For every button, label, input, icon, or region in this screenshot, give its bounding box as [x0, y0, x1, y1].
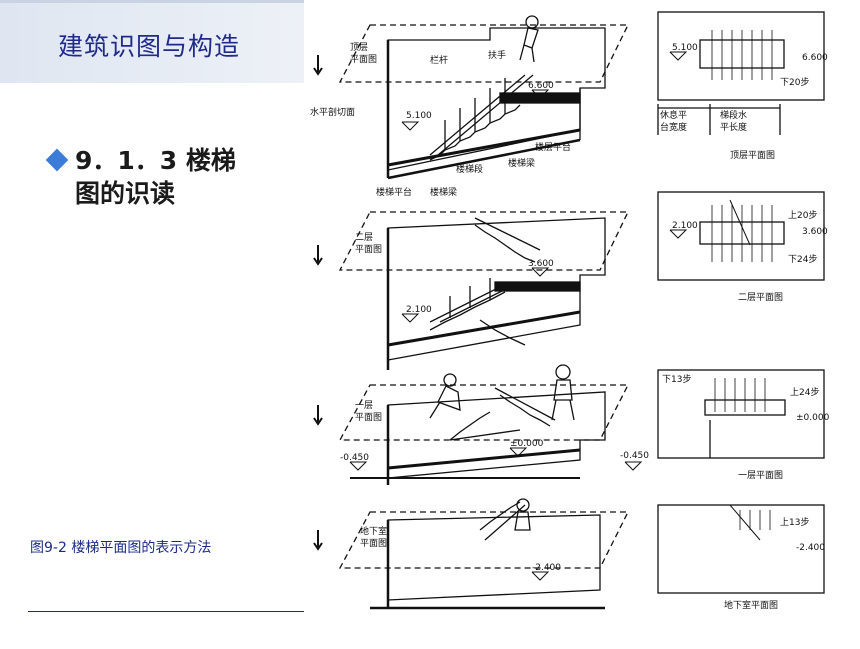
- elev-3600: 3.600: [528, 259, 554, 269]
- svg-text:休息平: 休息平: [660, 109, 687, 121]
- plan-title-2nd: 二层平面图: [738, 292, 783, 303]
- plan-title-top: 顶层平面图: [730, 150, 775, 161]
- svg-text:-0.450: -0.450: [620, 451, 649, 461]
- svg-text:梯段水: 梯段水: [720, 109, 747, 121]
- svg-text:平面图: 平面图: [355, 412, 382, 423]
- section-heading-text: 9．1．3 楼梯图的识读: [75, 146, 236, 208]
- elev-6600: 6.600: [528, 81, 554, 91]
- box-top: [387, 27, 606, 171]
- cut-plane-top: [338, 24, 630, 83]
- svg-text:上20步: 上20步: [788, 210, 817, 221]
- svg-text:下13步: 下13步: [662, 374, 691, 385]
- label-stair-beam: 楼梯梁: [508, 157, 535, 169]
- svg-text:2.100: 2.100: [672, 221, 698, 231]
- plan-2nd: [657, 191, 825, 281]
- svg-text:台宽度: 台宽度: [660, 121, 687, 133]
- platform-2nd: [494, 281, 581, 292]
- elev-0450: -0.450: [340, 453, 369, 463]
- svg-text:上24步: 上24步: [790, 387, 819, 398]
- svg-text:平面图: 平面图: [355, 244, 382, 255]
- elev-2400: -2.400: [532, 563, 561, 573]
- svg-text:-2.400: -2.400: [796, 543, 825, 553]
- box-basement: [387, 514, 601, 601]
- elev-5100: 5.100: [406, 111, 432, 121]
- slide-title: 建筑识图与构造: [58, 32, 241, 61]
- title-band: [0, 0, 304, 83]
- stair-drawing: 顶层 平面图 二层 平面图 一层 平面图 地下室 平面图 水平剖切面 栏杆 扶手…: [310, 11, 830, 611]
- label-top-plan: 顶层: [350, 42, 368, 53]
- svg-text:地下室: 地下室: [360, 525, 387, 537]
- label-cut-plane: 水平剖切面: [310, 106, 355, 118]
- svg-text:下24步: 下24步: [788, 254, 817, 265]
- cut-plane-2nd: [338, 211, 630, 271]
- cut-plane-1st: [338, 384, 630, 441]
- svg-text:一层: 一层: [355, 400, 373, 411]
- svg-text:下20步: 下20步: [780, 77, 809, 88]
- svg-text:平面图: 平面图: [350, 54, 377, 65]
- label-floor-platform: 楼层平台: [535, 141, 571, 153]
- svg-text:上13步: 上13步: [780, 517, 809, 528]
- footer-line: [28, 611, 304, 612]
- stair-figure: 顶层 平面图 二层 平面图 一层 平面图 地下室 平面图 水平剖切面 栏杆 扶手…: [310, 0, 860, 645]
- label-handrail: 扶手: [488, 49, 506, 61]
- plan-1st: [657, 369, 825, 459]
- svg-text:平面图: 平面图: [360, 538, 387, 549]
- plan-basement: [657, 504, 825, 594]
- label-stair-beam2: 楼梯梁: [430, 186, 457, 198]
- svg-text:±0.000: ±0.000: [796, 413, 830, 423]
- svg-text:平长度: 平长度: [720, 121, 747, 133]
- svg-text:二层: 二层: [355, 232, 373, 243]
- plan-title-basement: 地下室平面图: [724, 599, 778, 611]
- svg-text:5.100: 5.100: [672, 43, 698, 53]
- label-landing: 楼梯平台: [376, 186, 412, 198]
- svg-text:6.600: 6.600: [802, 53, 828, 63]
- plan-top: [657, 11, 825, 101]
- diamond-bullet-icon: [45, 148, 69, 172]
- elev-2100: 2.100: [406, 305, 432, 315]
- label-railing: 栏杆: [430, 54, 448, 66]
- plan-title-1st: 一层平面图: [738, 470, 783, 481]
- figure-caption: 图9-2 楼梯平面图的表示方法: [30, 540, 212, 556]
- svg-text:3.600: 3.600: [802, 227, 828, 237]
- label-flight: 楼梯段: [456, 163, 483, 175]
- elev-0000: ±0.000: [510, 439, 544, 449]
